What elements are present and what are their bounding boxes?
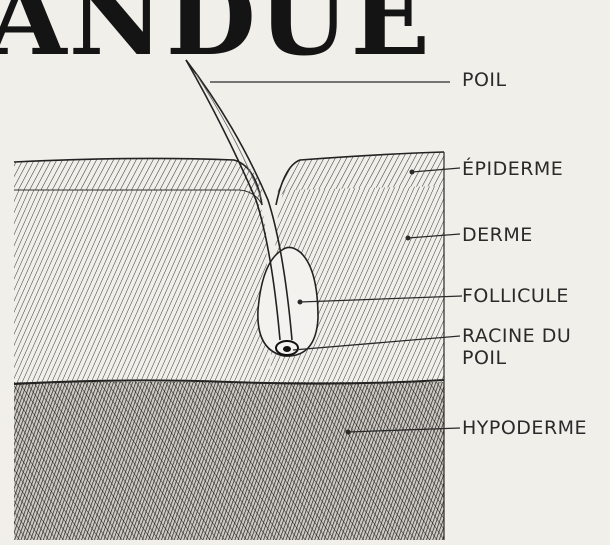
derme-layer <box>14 186 444 383</box>
label-poil: POIL <box>462 69 507 91</box>
label-derme: DERME <box>462 224 533 246</box>
hair-root-bulb <box>276 341 298 355</box>
label-follicule: FOLLICULE <box>462 285 569 307</box>
label-hypoderme: HYPODERME <box>462 417 587 439</box>
hypoderme-layer <box>14 380 444 540</box>
label-racine-line1: RACINE DU <box>462 325 571 347</box>
label-epiderme: ÉPIDERME <box>462 158 563 180</box>
label-racine-line2: POIL <box>462 347 507 369</box>
